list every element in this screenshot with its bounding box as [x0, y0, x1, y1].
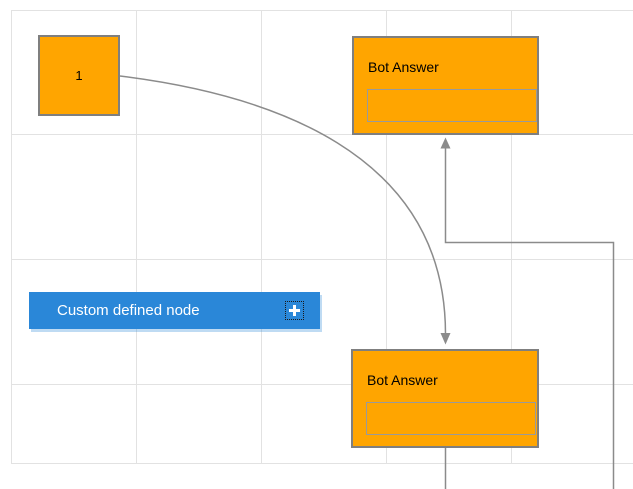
- connector-orthogonal[interactable]: [440, 137, 615, 489]
- arrowhead-down-icon: [440, 333, 451, 345]
- node-custom-defined[interactable]: Custom defined node: [29, 292, 320, 329]
- add-port-button[interactable]: [285, 300, 304, 320]
- bot-answer-bottom-input[interactable]: [366, 402, 536, 435]
- connector-curve[interactable]: [119, 75, 451, 345]
- plus-icon: [286, 302, 303, 319]
- node-bot-answer-bottom[interactable]: Bot Answer: [351, 349, 539, 448]
- bot-answer-top-title: Bot Answer: [368, 59, 439, 75]
- bot-answer-top-input[interactable]: [367, 89, 537, 122]
- node-bot-answer-top[interactable]: Bot Answer: [352, 36, 539, 135]
- bot-answer-bottom-title: Bot Answer: [367, 372, 438, 388]
- custom-node-label: Custom defined node: [57, 302, 200, 319]
- node-start-label: 1: [75, 68, 83, 83]
- arrowhead-up-icon: [440, 137, 451, 149]
- node-start[interactable]: 1: [38, 35, 120, 116]
